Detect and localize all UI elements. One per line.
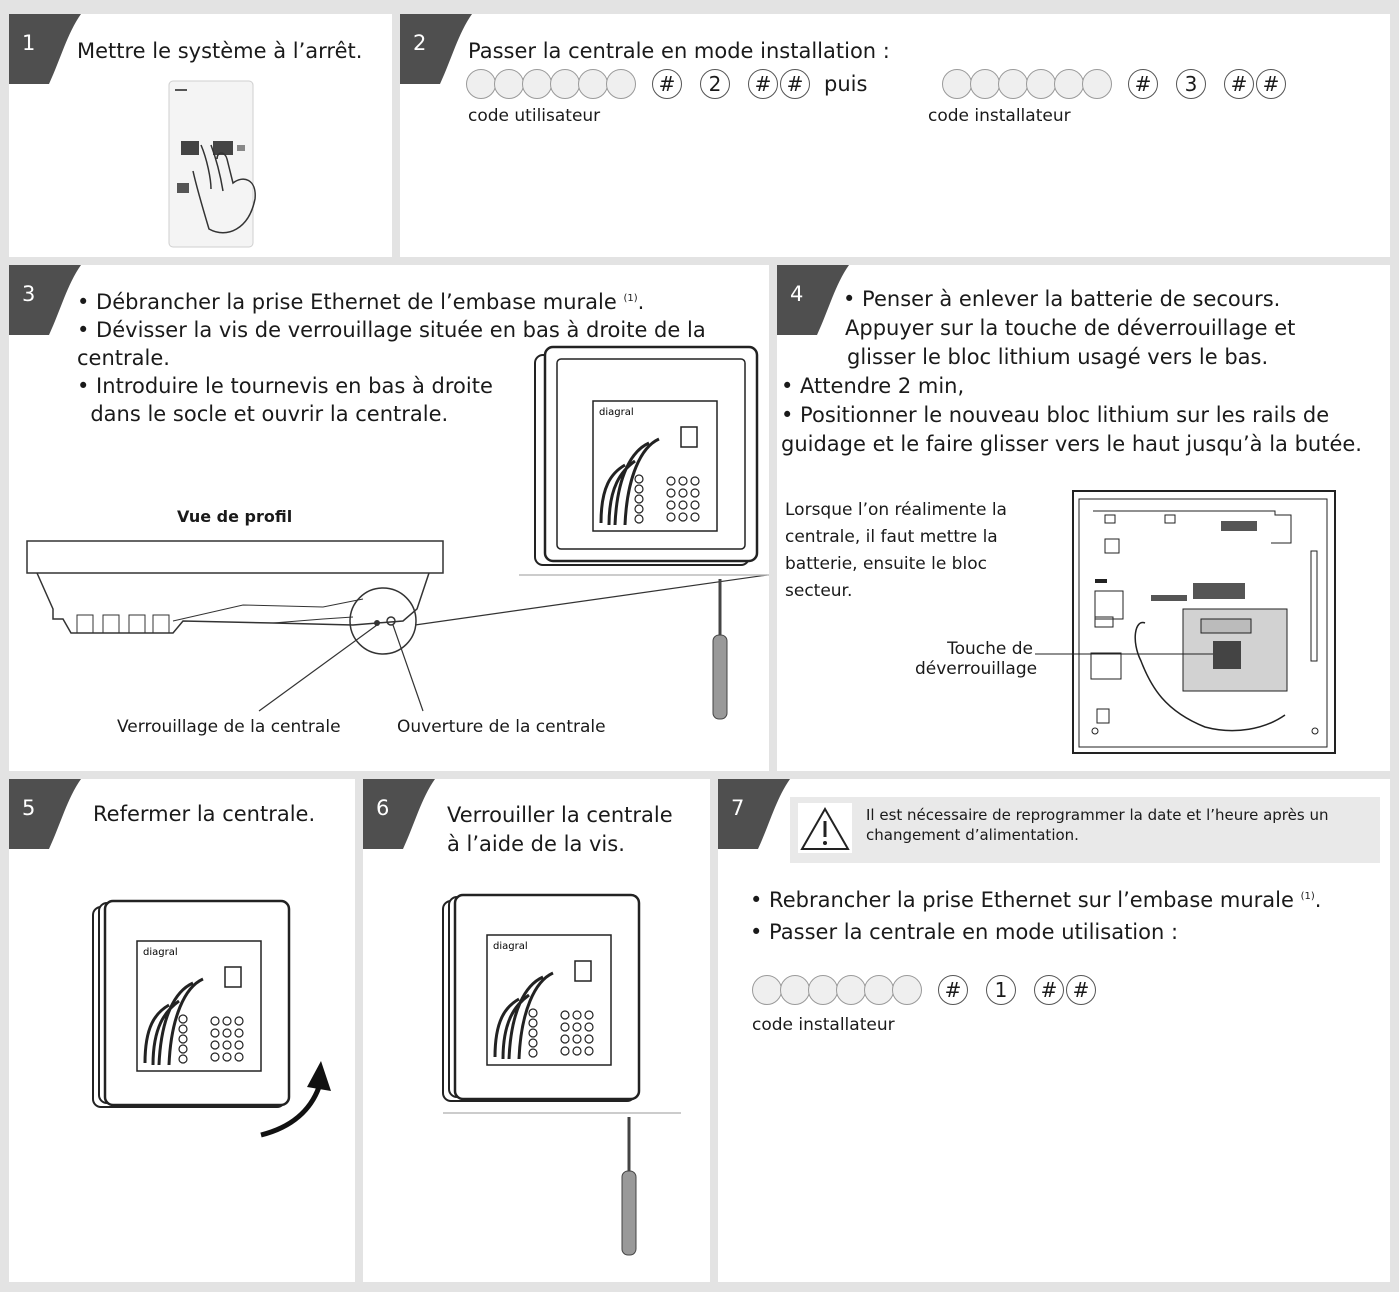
control-unit-illustration: diagral	[519, 345, 769, 720]
step-6-text: Verrouiller la centrale à l’aide de la v…	[447, 803, 673, 856]
step-6-panel: 6 Verrouiller la centrale à l’aide de la…	[363, 779, 710, 1282]
step-3-instructions: • Débrancher la prise Ethernet de l’emba…	[77, 290, 706, 426]
battery-interior-illustration	[1035, 490, 1336, 754]
step-1-text: Mettre le système à l’arrêt.	[77, 39, 363, 63]
step-number-tab: 6	[363, 779, 435, 849]
warning-box: Il est nécessaire de reprogrammer la dat…	[790, 797, 1380, 863]
step-number-tab: 1	[9, 14, 81, 84]
step-4-panel: 4 • Penser à enlever la batterie de seco…	[777, 265, 1390, 771]
step-4-instructions: • Penser à enlever la batterie de secour…	[781, 287, 1362, 456]
step-number-tab: 4	[777, 265, 849, 335]
step-5-panel: 5 Refermer la centrale. diagral	[9, 779, 355, 1282]
control-unit-closed-illustration: diagral	[92, 899, 331, 1138]
warning-icon	[798, 803, 852, 853]
profile-view-illustration	[26, 540, 768, 712]
step-7-panel: 7 Il est nécessaire de reprogrammer la d…	[718, 779, 1390, 1282]
step-1-panel: 1 Mettre le système à l’arrêt.	[9, 14, 392, 257]
control-unit-lock-illustration: diagral	[442, 893, 681, 1256]
step-5-text: Refermer la centrale.	[93, 802, 316, 826]
puis-text: puis	[824, 72, 868, 96]
step-3-panel: 3 • Débrancher la prise Ethernet de l’em…	[9, 265, 769, 771]
lock-label: Verrouillage de la centrale	[117, 717, 341, 737]
power-note: Lorsque l’on réalimente la centrale, il …	[785, 500, 1007, 601]
code-label: code installateur	[928, 106, 1071, 126]
code-label: code utilisateur	[468, 106, 601, 126]
step-7-instructions: • Rebrancher la prise Ethernet sur l’emb…	[750, 888, 1322, 944]
profile-view-title: Vue de profil	[177, 507, 293, 526]
code-label: code installateur	[752, 1015, 895, 1035]
step-2-panel: 2 Passer la centrale en mode installatio…	[400, 14, 1390, 257]
open-label: Ouverture de la centrale	[397, 717, 606, 737]
step-number-tab: 3	[9, 265, 81, 335]
svg-text:diagral: diagral	[143, 947, 178, 958]
warning-text: Il est nécessaire de reprogrammer la dat…	[866, 806, 1329, 844]
step-2-text: Passer la centrale en mode installation …	[468, 39, 890, 63]
installer-code-sequence: # 3 ##	[942, 69, 1286, 99]
svg-text:diagral: diagral	[599, 407, 634, 418]
step-number-tab: 5	[9, 779, 81, 849]
user-code-sequence: # 2 ## puis	[466, 69, 867, 99]
step-number-tab: 2	[400, 14, 472, 84]
step-number-tab: 7	[718, 779, 790, 849]
installer-code-sequence: # 1 ##	[752, 975, 1096, 1005]
unlock-key-label: Touche de déverrouillage	[915, 639, 1038, 679]
svg-text:diagral: diagral	[493, 941, 528, 952]
switch-off-illustration	[168, 80, 256, 248]
